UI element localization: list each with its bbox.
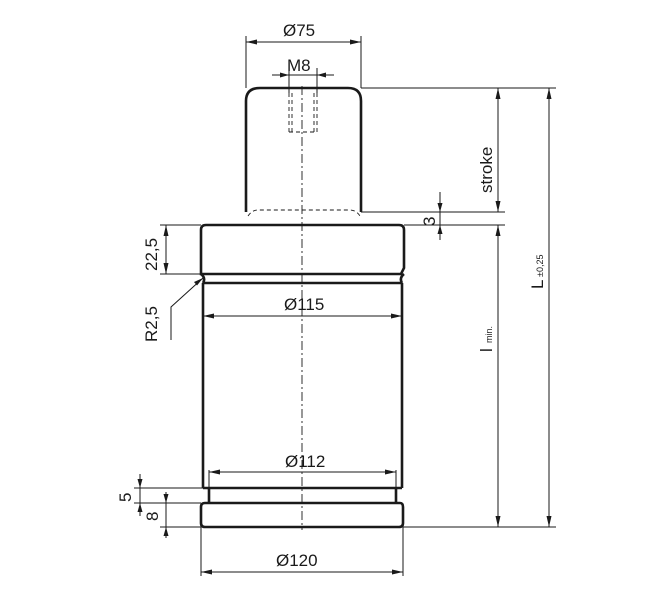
lower-diameter-label: Ø112 bbox=[285, 452, 325, 471]
lower-groove bbox=[203, 486, 402, 503]
part-outline bbox=[199, 86, 406, 529]
top-flange bbox=[199, 223, 406, 276]
right-extension-lines bbox=[361, 87, 556, 528]
flange-height-label: 22,5 bbox=[142, 238, 161, 271]
dim-length: L ±0,25 bbox=[528, 88, 552, 527]
dim-rod-diameter: Ø75 bbox=[245, 21, 362, 88]
rod-diameter-label: Ø75 bbox=[283, 21, 315, 40]
dim-groove-radius: R2,5 bbox=[142, 277, 204, 342]
radius-groove bbox=[200, 272, 405, 284]
rod-seat-hidden-line bbox=[247, 209, 361, 217]
dim-body-diameter: Ø115 bbox=[203, 295, 402, 319]
base bbox=[199, 501, 405, 529]
hidden-lines bbox=[247, 93, 361, 217]
dim-base-diameter: Ø120 bbox=[200, 527, 404, 576]
length-min-label: l bbox=[477, 348, 496, 352]
dim-base-height: 8 bbox=[143, 492, 201, 538]
dim-thread: M8 bbox=[272, 56, 334, 93]
dim-length-min: l min. bbox=[477, 225, 501, 527]
main-body bbox=[201, 283, 404, 488]
thread-label: M8 bbox=[287, 56, 311, 75]
thread-hidden-line bbox=[288, 93, 318, 133]
length-min-sub: min. bbox=[484, 326, 494, 343]
piston-rod bbox=[244, 86, 363, 212]
length-tolerance: ±0,25 bbox=[535, 255, 545, 277]
base-height-label: 8 bbox=[143, 512, 162, 521]
dim-stroke: stroke bbox=[477, 88, 501, 212]
dim-gap-top: 3 bbox=[420, 192, 443, 240]
groove-height-label: 5 bbox=[116, 493, 135, 502]
dim-lower-diameter: Ø112 bbox=[208, 452, 397, 488]
groove-radius-label: R2,5 bbox=[142, 306, 161, 342]
length-label: L bbox=[528, 280, 547, 289]
dim-flange-height: 22,5 bbox=[142, 224, 201, 275]
body-diameter-label: Ø115 bbox=[284, 295, 324, 314]
dim-groove-height: 5 bbox=[116, 474, 203, 516]
base-diameter-label: Ø120 bbox=[276, 551, 318, 570]
stroke-label: stroke bbox=[477, 147, 496, 193]
gap-top-label: 3 bbox=[420, 217, 439, 226]
